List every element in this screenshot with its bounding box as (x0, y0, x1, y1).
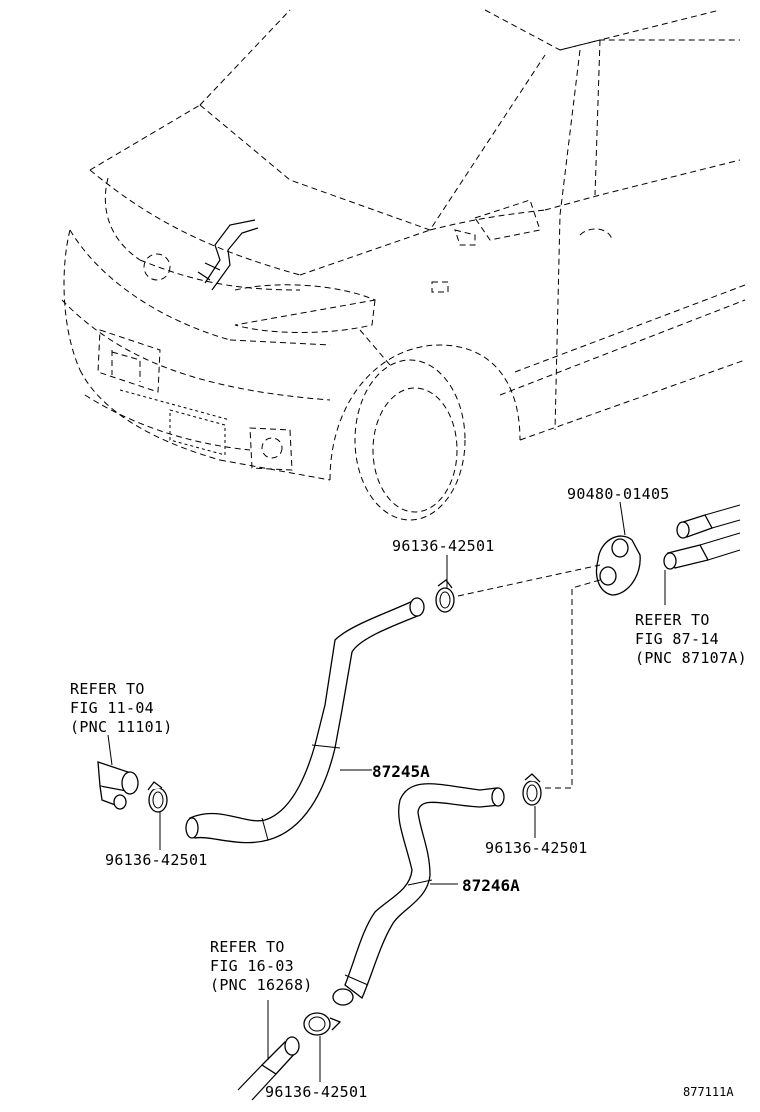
heater-pipe-fitting (237, 1036, 300, 1101)
leader-lines (159, 501, 666, 1082)
clamp-top (435, 579, 455, 613)
ref-16-03-line2: FIG 16-03 (210, 957, 294, 975)
clamp-top-label: 96136-42501 (392, 537, 495, 555)
clamp-right (522, 773, 542, 806)
ref-87-14-line3: (PNC 87107A) (635, 649, 747, 667)
hose-lower-label: 87246A (462, 876, 520, 895)
ref-87-14-line1: REFER TO (635, 611, 710, 629)
hose-87245a (185, 597, 425, 844)
vehicle-outline (61, 9, 746, 521)
clamp-left-label: 96136-42501 (105, 851, 208, 869)
grommet-label: 90480-01405 (567, 485, 670, 503)
hose-87246a (332, 783, 505, 1006)
ref-16-03-line3: (PNC 16268) (210, 976, 313, 994)
ref-11-04-line1: REFER TO (70, 680, 145, 698)
grommet-90480-01405 (595, 535, 641, 596)
clamp-left (147, 781, 168, 813)
ref-11-04-line2: FIG 11-04 (70, 699, 154, 717)
heater-unit-pipes (663, 504, 741, 570)
figure-id: 877111A (683, 1085, 734, 1099)
clamp-bottom (303, 1012, 342, 1036)
ref-87-14-line2: FIG 87-14 (635, 630, 719, 648)
ref-11-04-line3: (PNC 11101) (70, 718, 173, 736)
engine-outlet-fitting (97, 761, 139, 810)
clamp-bottom-label: 96136-42501 (265, 1083, 368, 1101)
ref-16-03-line1: REFER TO (210, 938, 285, 956)
dashed-guide-upper (457, 564, 601, 597)
leader-ref-11-04 (107, 734, 113, 766)
clamp-right-label: 96136-42501 (485, 839, 588, 857)
hose-upper-label: 87245A (372, 762, 430, 781)
dashed-guide-lower (545, 579, 601, 789)
